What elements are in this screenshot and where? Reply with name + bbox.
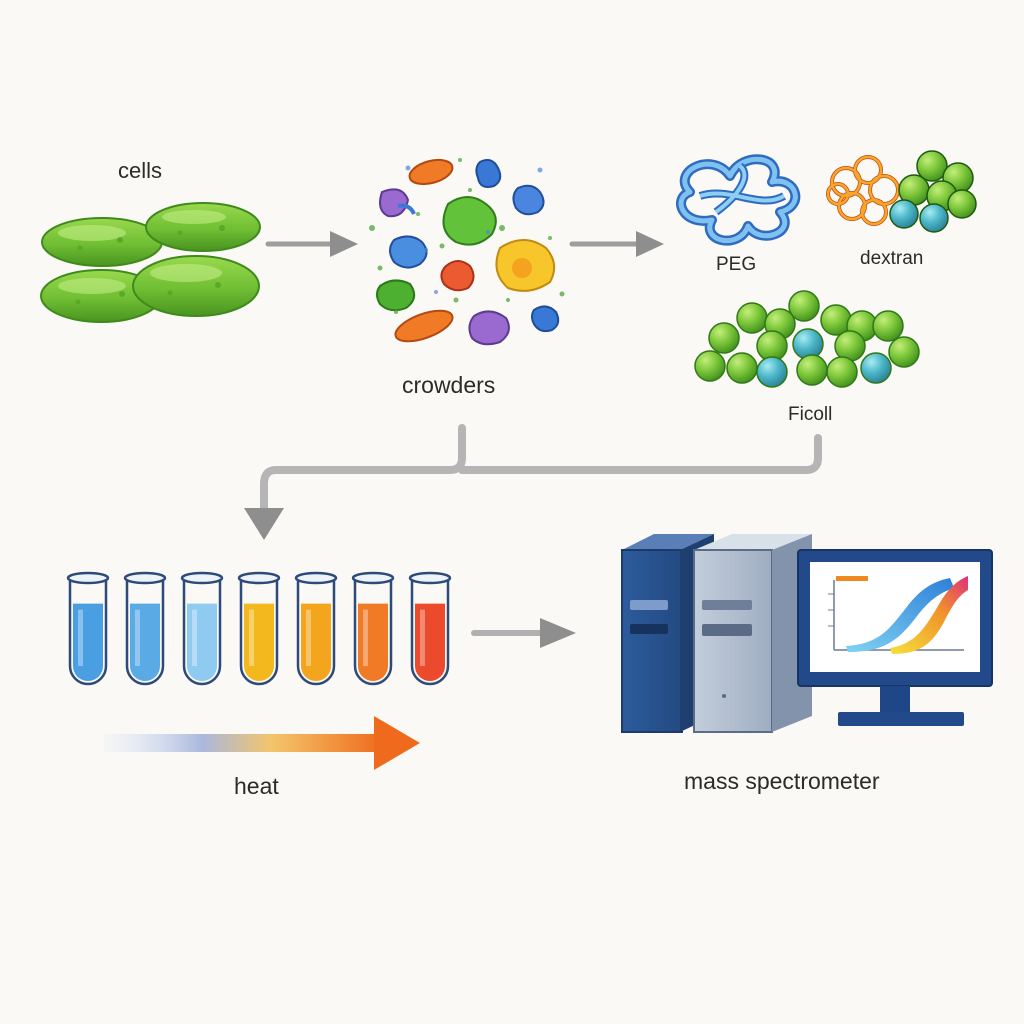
- test-tube: [408, 571, 452, 686]
- protein-red: [440, 260, 475, 292]
- protein-blue-right: [512, 184, 545, 216]
- tube-liquid: [301, 603, 331, 681]
- arrow-merge-to-tubes: [260, 424, 822, 514]
- test-tube: [351, 571, 395, 686]
- protein-green-left: [376, 279, 416, 312]
- tube-liquid: [187, 603, 217, 681]
- protein-orange-bottom: [394, 309, 454, 343]
- tube-liquid: [244, 603, 274, 681]
- dextran-illustration: [826, 150, 977, 233]
- test-tube: [294, 571, 338, 686]
- label-peg: PEG: [716, 254, 757, 275]
- label-dextran: dextran: [860, 248, 924, 269]
- test-tubes: [66, 571, 452, 686]
- protein-green-center: [442, 196, 497, 246]
- cell-3: [40, 269, 162, 323]
- cell-4: [132, 255, 260, 317]
- protein-purple-bottom: [468, 310, 510, 346]
- protein-blue-bottom: [531, 305, 560, 333]
- protein-blue-left: [389, 235, 428, 269]
- cell-2: [145, 202, 261, 252]
- ficoll-illustration: [694, 290, 920, 388]
- test-tube: [66, 571, 110, 686]
- heat-arrow: [104, 716, 420, 770]
- crowders-illustration: [369, 158, 565, 346]
- tube-liquid: [73, 603, 103, 681]
- cell-1: [41, 217, 163, 267]
- label-crowders: crowders: [402, 372, 496, 398]
- mass-spectrometer-illustration: [621, 534, 993, 733]
- test-tube: [180, 571, 224, 686]
- label-ficoll: Ficoll: [788, 404, 833, 425]
- arrow-merge-head: [244, 508, 284, 540]
- tube-liquid: [358, 603, 388, 681]
- cells-illustration: [40, 202, 261, 323]
- test-tube: [237, 571, 281, 686]
- arrow-tubes-to-instrument: [471, 618, 576, 648]
- protein-blue-small: [475, 159, 502, 188]
- protein-orange-top: [408, 158, 454, 186]
- label-heat: heat: [234, 773, 279, 799]
- test-tube: [123, 571, 167, 686]
- protein-purple-left: [379, 188, 410, 218]
- label-cells: cells: [118, 158, 163, 183]
- label-mass-spectrometer: mass spectrometer: [684, 768, 880, 794]
- tube-liquid: [130, 603, 160, 681]
- tube-liquid: [415, 603, 445, 681]
- arrow-cells-to-crowders: [265, 231, 358, 257]
- peg-illustration: [676, 154, 801, 246]
- arrow-crowders-to-polymers: [569, 231, 664, 257]
